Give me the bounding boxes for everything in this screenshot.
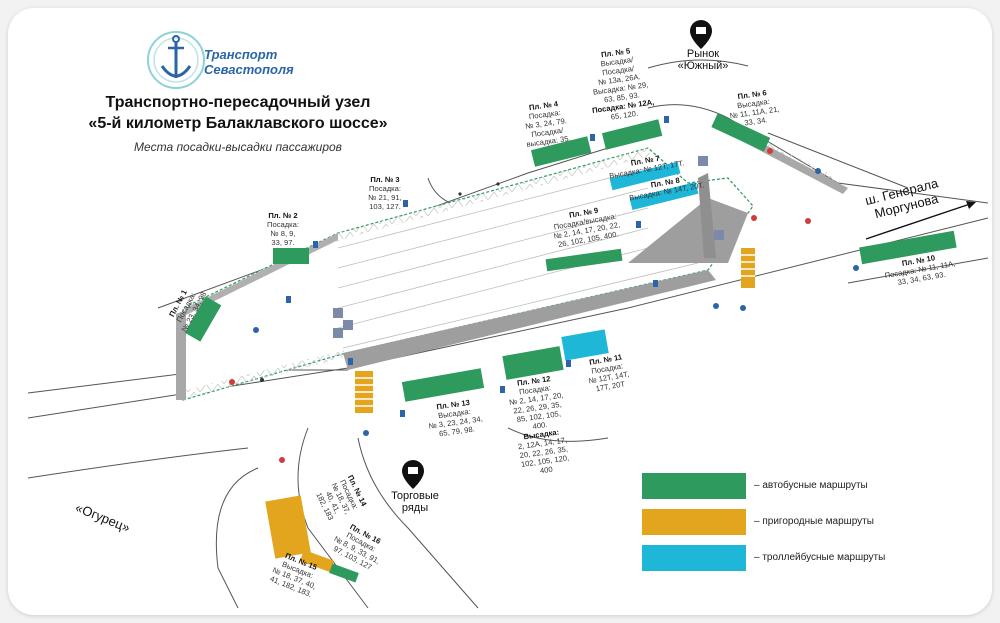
title-line1: Транспортно-пересадочный узел <box>105 94 371 111</box>
decorative-signs <box>229 116 859 463</box>
market-label: Рынок«Южный» <box>677 48 729 72</box>
legend-trolleybus-swatch <box>642 545 746 571</box>
logo-text: Транспорт Севастополя <box>204 47 294 77</box>
platform-1-block <box>184 296 222 342</box>
market-icon <box>690 20 712 49</box>
direction-arrow-icon <box>865 201 976 240</box>
page-title: Транспортно-пересадочный узел «5-й килом… <box>48 92 428 134</box>
platform-4-block <box>530 136 592 167</box>
legend-suburban-swatch <box>642 509 746 535</box>
platform-12-block <box>502 346 564 380</box>
platform-14-block <box>265 495 311 559</box>
platform-9-block <box>545 248 623 272</box>
legend-bus-swatch <box>642 473 746 499</box>
platform-8-block <box>629 181 699 211</box>
platform-10-block <box>859 230 957 265</box>
platform-16-block <box>329 563 359 583</box>
logo-line2: Севастополя <box>204 62 294 77</box>
logo-line1: Транспорт <box>204 47 278 62</box>
title-line2: «5-й километр Балаклавского шоссе» <box>88 115 388 132</box>
platform-13-block <box>401 368 485 402</box>
platform-7-block <box>609 161 681 191</box>
hub-island <box>176 120 848 401</box>
platform-15-block <box>299 549 335 573</box>
market-icon <box>402 460 424 489</box>
platform-6-block <box>711 113 771 152</box>
platform-2-block <box>273 248 309 264</box>
platform-5-block <box>601 119 663 150</box>
platform-11-block <box>561 329 609 361</box>
map-card: Транспорт Севастополя Транспортно-переса… <box>8 8 992 615</box>
page-subtitle: Места посадки-высадки пассажиров <box>134 140 342 154</box>
platform-blocks <box>184 113 957 583</box>
anchor-icon <box>147 31 205 89</box>
transport-hub-map <box>27 20 989 609</box>
